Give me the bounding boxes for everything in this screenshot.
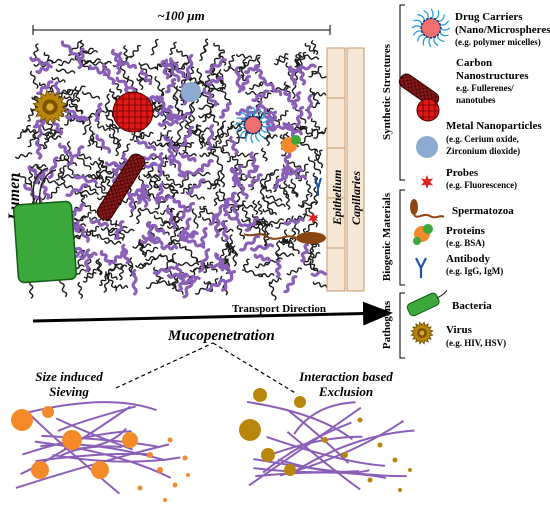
spermatozoon-icon [410, 199, 445, 219]
epithelium: Epithelium [326, 47, 346, 292]
sieving-label: Size induced Sieving [35, 369, 103, 399]
capillaries-label: Capillaries [349, 171, 363, 225]
connector-exclusion [212, 342, 298, 395]
legend-brackets: Synthetic Structures Biogenic Materials … [381, 4, 405, 359]
connector-sieving [115, 342, 214, 389]
antibody-icon [415, 257, 427, 278]
scale-bar: ~100 μm [32, 8, 331, 35]
nanotube-icon [398, 73, 440, 107]
probe-in-mesh [307, 212, 319, 224]
nanotube-in-mesh [96, 153, 146, 221]
metal-nanoparticle-in-mesh [181, 82, 201, 102]
protein-icon [413, 224, 433, 245]
antibody-eg: (e.g. IgG, IgM) [446, 266, 503, 276]
sperm-title: Spermatozoa [452, 205, 514, 217]
metal-nanoparticle-icon [416, 136, 438, 158]
legend-bacteria: Bacteria [452, 300, 492, 312]
drug-carriers-eg: (e.g. polymer micelles) [455, 37, 541, 47]
legend-virus: Virus (e.g. HIV, HSV) [446, 324, 506, 348]
probe-icon [420, 175, 434, 189]
group-biogenic: Biogenic Materials [381, 192, 393, 281]
proteins-eg: (e.g. BSA) [446, 238, 485, 248]
sieving-illustration [11, 401, 190, 502]
transport-label: Transport Direction [232, 303, 326, 315]
legend-antibody: Antibody (e.g. IgG, IgM) [446, 253, 503, 276]
transport-arrow: Transport Direction [32, 301, 393, 326]
legend-sperm: Spermatozoa [452, 205, 514, 217]
legend-metal: Metal Nanoparticles (e.g. Cerium oxide, … [446, 120, 542, 156]
probes-title: Probes [446, 167, 479, 179]
sieving-line1: Size induced [35, 369, 103, 384]
drug-carriers-sub: (Nano/Microspheres) [455, 24, 550, 36]
fullerene-in-mesh [112, 91, 154, 133]
carbon-sub: Nanostructures [456, 70, 529, 82]
spermatozoon-in-mesh [243, 232, 326, 244]
probes-eg: (e.g. Fluorescence) [446, 180, 517, 190]
virus-in-mesh [32, 89, 68, 125]
legend-carbon: Carbon Nanostructures e.g. Fullerenes/ n… [456, 57, 529, 105]
carbon-title: Carbon [456, 57, 492, 69]
protein-in-mesh [281, 135, 301, 153]
sieving-line2: Sieving [49, 384, 89, 399]
mucopenetration-label: Mucopenetration [167, 328, 275, 344]
bacteria-icon [406, 289, 448, 317]
virus-icon [410, 321, 434, 345]
exclusion-illustration [239, 388, 415, 492]
epithelium-label: Epithelium [330, 170, 344, 226]
capillaries: Capillaries [346, 47, 365, 292]
virus-title: Virus [446, 324, 473, 336]
metal-title: Metal Nanoparticles [446, 120, 542, 132]
metal-eg1: (e.g. Cerium oxide, [446, 134, 519, 144]
group-pathogens: Pathogens [381, 300, 393, 349]
legend-drug-carriers: Drug Carriers (Nano/Microspheres) (e.g. … [455, 11, 550, 47]
drug-carrier-in-mesh [234, 106, 272, 144]
legend-proteins: Proteins (e.g. BSA) [446, 225, 486, 248]
bacteria-title: Bacteria [452, 300, 492, 312]
carbon-eg1: e.g. Fullerenes/ [456, 83, 514, 93]
antibody-in-mesh [314, 177, 322, 196]
virus-eg: (e.g. HIV, HSV) [446, 338, 506, 348]
exclusion-line2: Exclusion [318, 384, 373, 399]
legend-probes: Probes (e.g. Fluorescence) [446, 167, 517, 190]
scale-label: ~100 μm [157, 8, 205, 23]
drug-carriers-title: Drug Carriers [455, 11, 523, 23]
group-synthetic: Synthetic Structures [381, 43, 393, 140]
fullerene-icon [416, 98, 440, 122]
antibody-title: Antibody [446, 253, 491, 265]
carbon-eg2: nanotubes [456, 95, 496, 105]
exclusion-label: Interaction based Exclusion [298, 369, 393, 399]
bacteria-in-mesh [13, 167, 77, 284]
drug-carrier-icon [411, 8, 451, 48]
metal-eg2: Zirconium dioxide) [446, 146, 520, 156]
proteins-title: Proteins [446, 225, 486, 237]
exclusion-line1: Interaction based [298, 369, 393, 384]
